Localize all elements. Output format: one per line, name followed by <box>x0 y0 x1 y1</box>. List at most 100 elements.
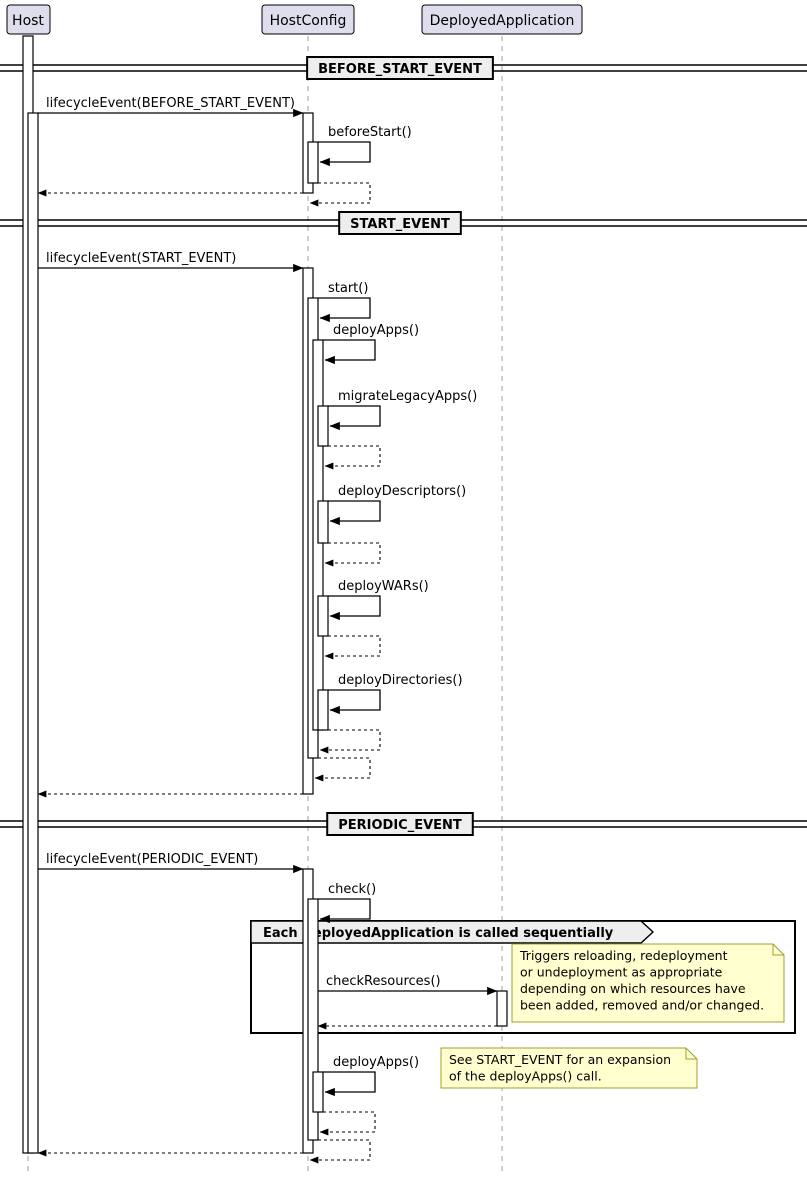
message-path <box>324 542 381 567</box>
divider-before-start: BEFORE_START_EVENT <box>0 56 807 80</box>
activations-layer <box>22 35 508 1154</box>
message-label: beforeStart() <box>328 125 412 140</box>
message-label: check() <box>328 882 376 897</box>
message-label: lifecycleEvent(START_EVENT) <box>46 251 236 266</box>
message-path <box>309 182 371 207</box>
message-m10: deployDescriptors() <box>328 484 466 526</box>
activation-bar-hostconfig <box>307 141 319 184</box>
messages-layer: lifecycleEvent(BEFORE_START_EVENT)before… <box>37 96 498 1164</box>
note-body <box>511 943 785 1023</box>
note-line: Triggers reloading, redeployment <box>519 948 728 963</box>
divider-box <box>326 812 474 836</box>
message-m5: lifecycleEvent(START_EVENT) <box>38 251 304 273</box>
message-m7: deployApps() <box>323 323 419 365</box>
message-path <box>328 500 381 526</box>
message-label: deployDescriptors() <box>338 484 466 499</box>
message-m23 <box>319 1111 376 1136</box>
note-line: or undeployment as appropriate <box>520 965 723 980</box>
divider-label: START_EVENT <box>350 217 450 232</box>
participant-box[interactable] <box>6 4 51 35</box>
divider-box <box>306 56 494 80</box>
message-m8: migrateLegacyApps() <box>328 389 477 431</box>
divider-label: BEFORE_START_EVENT <box>318 62 482 77</box>
message-label: deployApps() <box>333 323 419 338</box>
participant-box[interactable] <box>421 4 583 35</box>
message-m15 <box>319 729 381 754</box>
message-path <box>324 635 381 660</box>
divider-start: START_EVENT <box>0 211 807 235</box>
message-label: deployDirectories() <box>338 673 463 688</box>
message-m9 <box>324 445 381 470</box>
activation-bar-deployedapplication <box>496 990 508 1027</box>
group-label: Each DeployedApplication is called seque… <box>263 926 614 941</box>
participant-box[interactable] <box>261 4 355 35</box>
message-m2: beforeStart() <box>318 125 412 167</box>
message-path <box>323 339 376 365</box>
message-path <box>323 1071 376 1097</box>
participant-label: DeployedApplication <box>430 13 575 29</box>
message-path <box>324 445 381 470</box>
participants-layer: Host HostConfig DeployedApplication <box>6 4 583 35</box>
activation-bar-hostconfig <box>317 595 329 637</box>
message-m16 <box>314 757 371 782</box>
note-fold-corner-icon <box>685 1048 697 1060</box>
message-path <box>314 757 371 782</box>
groups-layer: Each DeployedApplication is called seque… <box>250 920 796 1034</box>
message-m14: deployDirectories() <box>328 673 463 715</box>
message-label: deployApps() <box>333 1055 419 1070</box>
note-note-deployapps: See START_EVENT for an expansion of the d… <box>440 1047 698 1089</box>
activation-bar-hostconfig <box>317 405 329 447</box>
divider-label: PERIODIC_EVENT <box>338 818 462 833</box>
note-line: depending on which resources have <box>520 981 746 996</box>
message-label: start() <box>328 281 368 296</box>
participant-label: Host <box>12 13 44 29</box>
message-m13 <box>324 635 381 660</box>
message-m1: lifecycleEvent(BEFORE_START_EVENT) <box>38 96 304 118</box>
participant-deployedapplication[interactable]: DeployedApplication <box>421 4 583 35</box>
participant-hostconfig[interactable]: HostConfig <box>261 4 355 35</box>
message-m24 <box>309 1139 371 1164</box>
message-path <box>318 141 371 167</box>
message-m12: deployWARs() <box>328 579 429 621</box>
message-path <box>318 297 371 323</box>
note-line: been added, removed and/or changed. <box>520 998 764 1013</box>
activation-bar-hostconfig <box>317 689 329 731</box>
message-m3 <box>309 182 371 207</box>
message-path <box>318 898 371 924</box>
activation-bar-hostconfig <box>317 500 329 544</box>
dividers-layer: BEFORE_START_EVENT START_EVENT PERIODIC_EV… <box>0 56 807 836</box>
message-path <box>328 689 381 715</box>
note-line: of the deployApps() call. <box>449 1069 602 1084</box>
divider-periodic: PERIODIC_EVENT <box>0 812 807 836</box>
message-label: migrateLegacyApps() <box>338 389 477 404</box>
message-m6: start() <box>318 281 371 323</box>
message-path <box>319 1111 376 1136</box>
message-m18: lifecycleEvent(PERIODIC_EVENT) <box>38 852 304 874</box>
message-m19: check() <box>318 882 376 924</box>
message-path <box>319 729 381 754</box>
note-fold-corner-icon <box>772 944 784 956</box>
group-each-deployedapplication: Each DeployedApplication is called seque… <box>250 920 796 1034</box>
message-label: checkResources() <box>326 974 441 989</box>
message-label: lifecycleEvent(PERIODIC_EVENT) <box>46 852 258 867</box>
note-body <box>440 1047 698 1089</box>
message-m22: deployApps() <box>323 1055 419 1097</box>
divider-box <box>338 211 462 235</box>
group-header-tab <box>250 920 655 944</box>
message-label: deployWARs() <box>338 579 429 594</box>
note-line: See START_EVENT for an expansion <box>449 1052 671 1067</box>
lifelines-layer <box>27 36 503 1172</box>
message-path <box>309 1139 371 1164</box>
participant-host[interactable]: Host <box>6 4 51 35</box>
message-m11 <box>324 542 381 567</box>
activation-bar-hostconfig <box>312 1071 324 1113</box>
message-m20: checkResources() <box>318 974 498 996</box>
note-note-checkresources: Triggers reloading, redeployment or undep… <box>511 943 785 1023</box>
activation-bar-hostconfig <box>307 898 319 1141</box>
activation-bar-host <box>27 112 39 1154</box>
message-path <box>328 595 381 621</box>
participant-label: HostConfig <box>270 13 347 29</box>
message-path <box>328 405 381 431</box>
